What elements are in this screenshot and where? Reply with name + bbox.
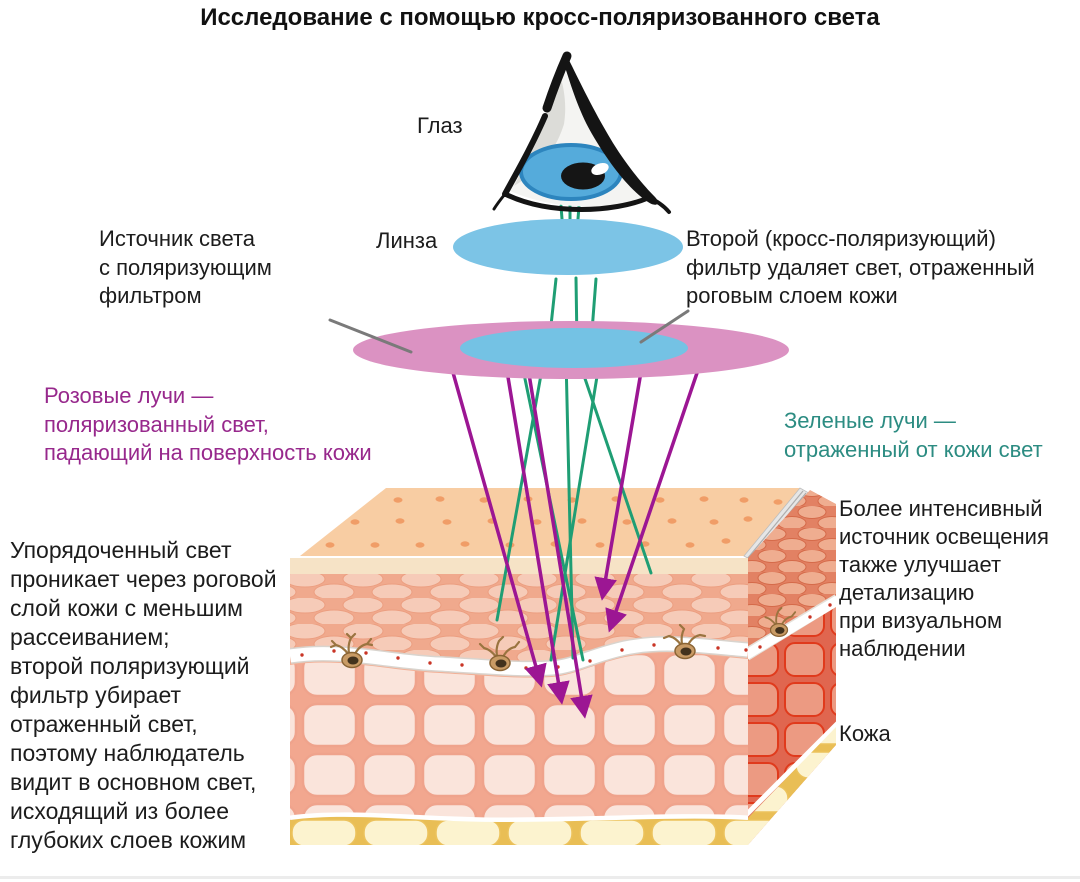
ordered-light-note: Упорядоченный свет проникает через рогов… [10,537,277,853]
skin-label: Кожа [839,721,891,746]
bottom-divider [0,876,1080,879]
green-rays-note: Зеленые лучи — отраженный от кожи свет [784,408,1043,462]
page-title: Исследование с помощью кросс-поляризован… [200,4,880,31]
polarizing-filter [353,321,789,379]
skin-block-illustration [290,487,836,845]
pink-polarized-rays [450,367,699,719]
eye-label: Глаз [417,113,463,138]
leader-lines [328,309,690,354]
light-source-label: Источник света с поляризующим фильтром [99,226,272,309]
skin-side-face [748,490,836,845]
skin-top-surface [300,488,800,556]
cross-polarizing-filter [460,328,688,368]
second-filter-label: Второй (кросс-поляризующий) фильтр удаля… [686,226,1035,309]
melanocyte-cells [329,606,797,672]
skin-front-face [290,558,748,845]
intense-source-note: Более интенсивный источник освещения так… [839,496,1049,661]
eye-icon [492,51,671,214]
lens-label: Линза [376,228,438,253]
lens-ellipse [453,219,683,275]
pink-rays-note: Розовые лучи — поляризованный свет, пада… [44,383,372,466]
